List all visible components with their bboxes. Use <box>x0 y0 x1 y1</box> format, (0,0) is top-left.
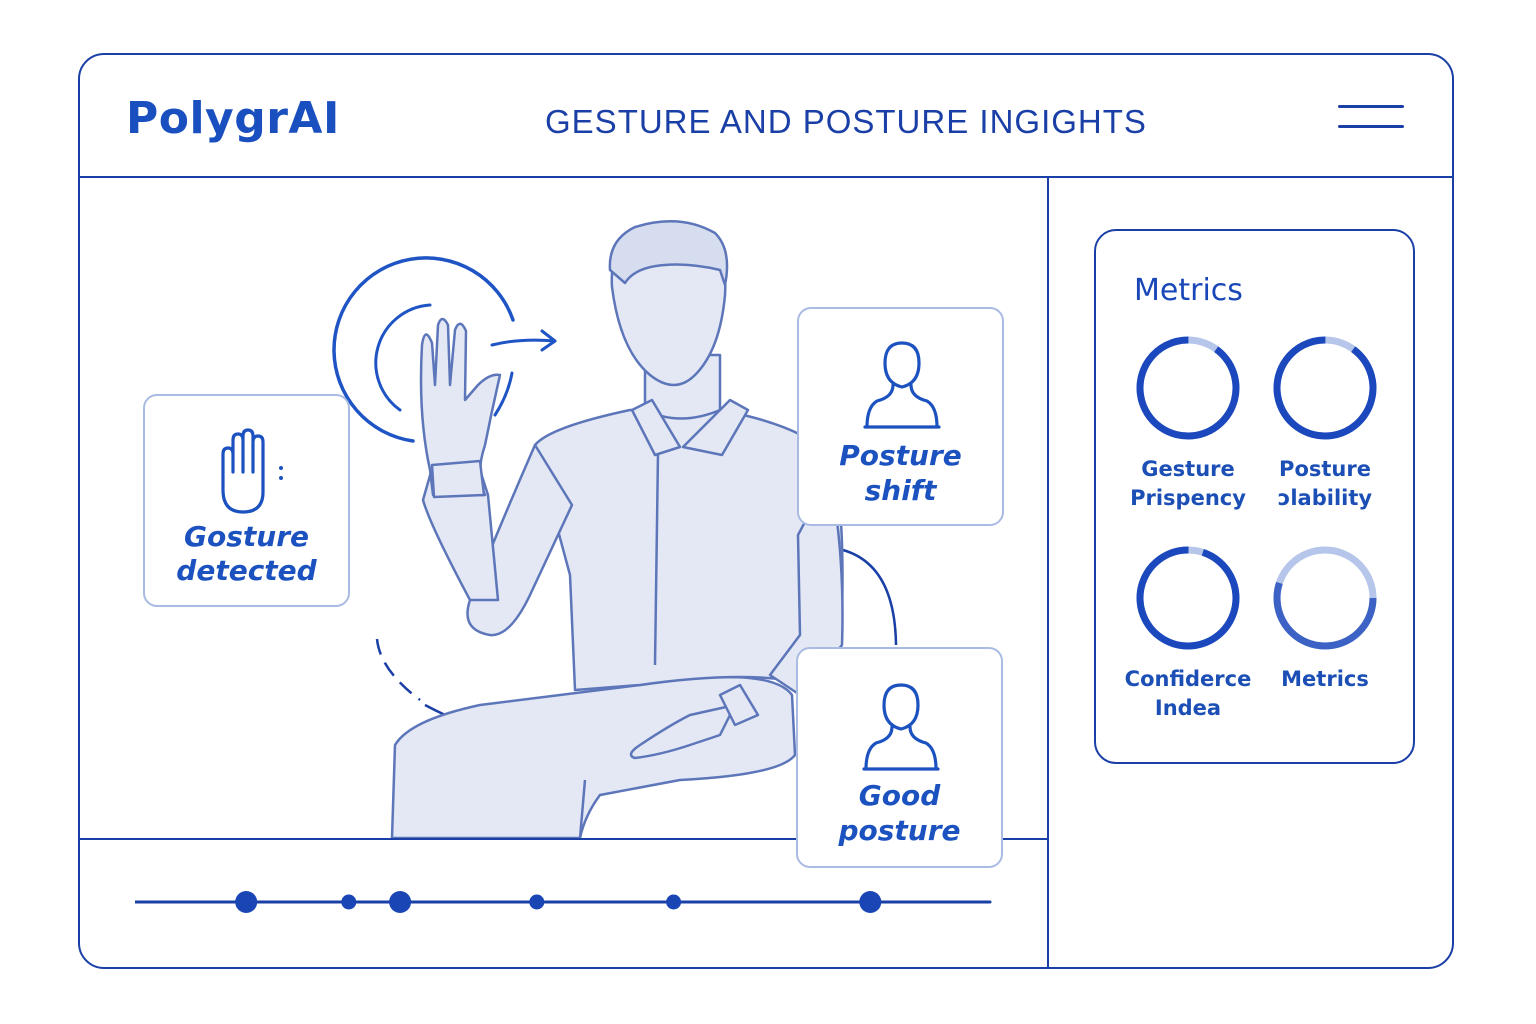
person-icon <box>863 341 941 429</box>
video-feed[interactable] <box>80 55 1047 838</box>
ring-progress <box>1136 336 1240 440</box>
good-posture-label-1: Good <box>858 779 941 812</box>
metric-label-line2: ɔlability <box>1277 486 1373 510</box>
ring-chart-icon <box>1273 546 1377 650</box>
ring-chart-icon <box>1273 336 1377 440</box>
gesture-detected-card[interactable]: Gosture detected <box>143 394 350 607</box>
menu-bar-bottom <box>1338 125 1404 128</box>
wave-arrow-head <box>540 329 557 352</box>
chair-arc <box>842 548 898 646</box>
wave-motion-tail <box>493 371 514 417</box>
timeline-marker[interactable] <box>529 894 545 910</box>
video-timeline[interactable] <box>135 873 993 933</box>
hamburger-menu-icon[interactable] <box>1338 103 1406 129</box>
page-title: GESTURE AND POSTURE INGIGHTS <box>545 103 1147 140</box>
timeline-marker[interactable] <box>235 891 258 913</box>
movement-dashed-arc <box>375 638 421 701</box>
metrics-title: Metrics <box>1134 273 1243 308</box>
posture-shift-card[interactable]: Posture shift <box>797 307 1004 526</box>
menu-bar-top <box>1338 105 1404 108</box>
metric-label-line2: Indea <box>1154 696 1222 720</box>
posture-shift-label-1: Posture <box>839 439 962 472</box>
app-logo[interactable]: PolygrAI <box>126 93 340 144</box>
ring-progress <box>1273 336 1377 440</box>
metric-confidence-index[interactable]: Confiderce Indea <box>1118 543 1258 723</box>
metrics-panel: Metrics Gesture Prispency Posture ɔlabil… <box>1094 229 1415 764</box>
wave-motion-arc-inner <box>374 303 432 412</box>
good-posture-card[interactable]: Good posture <box>796 647 1003 868</box>
ring-chart-icon <box>1136 546 1240 650</box>
metric-label-line1: Posture <box>1279 457 1371 481</box>
ring-chart-icon <box>1136 336 1240 440</box>
ring-progress <box>1136 546 1240 650</box>
timeline-marker[interactable] <box>666 894 682 910</box>
timeline-marker[interactable] <box>859 891 882 913</box>
metric-gesture-prispency[interactable]: Gesture Prispency <box>1118 333 1258 513</box>
wave-motion-arc-outer <box>332 256 515 443</box>
metric-label-line1: Confiderce <box>1124 667 1252 691</box>
header-bar: PolygrAI GESTURE AND POSTURE INGIGHTS <box>80 55 1452 178</box>
metric-label-line2: Prispency <box>1130 486 1246 510</box>
metric-posture-stability[interactable]: Posture ɔlability <box>1255 333 1395 513</box>
gesture-card-label-2: detected <box>176 554 317 587</box>
metric-label-line1: Gesture <box>1141 457 1235 481</box>
video-frame-bottom <box>80 838 1047 840</box>
timeline-marker[interactable] <box>389 891 412 913</box>
good-posture-label-2: posture <box>838 814 961 847</box>
metric-label-line1: Metrics <box>1281 667 1369 691</box>
timeline-marker[interactable] <box>341 894 357 910</box>
metric-metrics[interactable]: Metrics <box>1255 543 1395 694</box>
hand-icon <box>221 428 283 514</box>
wave-arrow-line <box>490 338 557 347</box>
person-icon <box>862 683 940 771</box>
panel-divider <box>1047 176 1049 967</box>
person-figure <box>390 219 844 838</box>
app-window: PolygrAI GESTURE AND POSTURE INGIGHTS <box>78 53 1454 969</box>
posture-shift-label-2: shift <box>864 474 937 507</box>
ring-progress <box>1273 546 1377 650</box>
gesture-card-label-1: Gosture <box>183 520 309 553</box>
